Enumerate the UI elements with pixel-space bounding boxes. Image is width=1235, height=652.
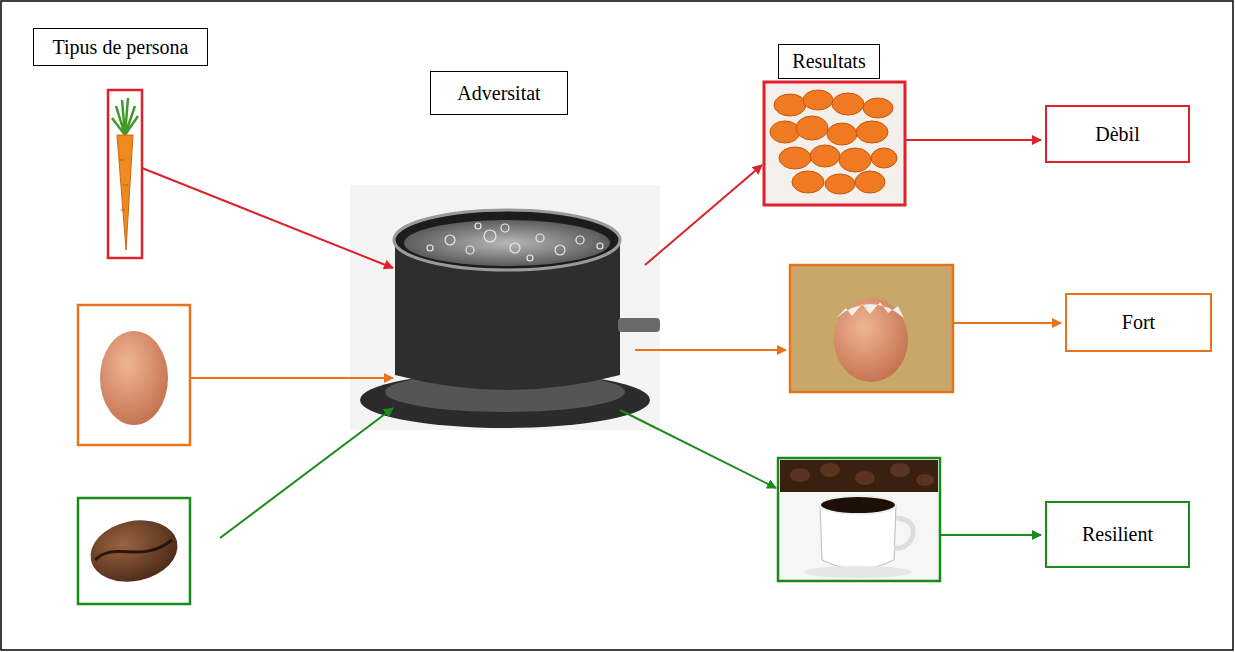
heading-box: Resultats (778, 44, 880, 79)
boiling-pot-picture (350, 185, 660, 430)
arrow (905, 139, 1041, 141)
arrow (220, 408, 393, 538)
result-box: Dèbil (1045, 105, 1190, 163)
arrow (645, 165, 762, 265)
cooked-carrot-picture (764, 82, 905, 205)
box-text: Adversitat (457, 82, 540, 105)
arrow (620, 410, 776, 488)
carrot-picture (108, 90, 142, 258)
coffee-bean-picture (78, 498, 190, 604)
result-box: Resilient (1045, 501, 1190, 568)
box-text: Fort (1122, 311, 1155, 334)
heading-box: Tipus de persona (33, 28, 208, 66)
arrow (953, 322, 1061, 324)
box-text: Tipus de persona (53, 36, 189, 59)
box-text: Resultats (792, 50, 865, 73)
coffee-cup-picture (778, 458, 940, 581)
arrow (635, 349, 786, 351)
box-text: Resilient (1082, 523, 1153, 546)
arrow (142, 168, 393, 268)
boiled-egg-picture (790, 265, 953, 392)
arrow (940, 534, 1041, 536)
heading-box: Adversitat (430, 71, 568, 115)
result-box: Fort (1065, 293, 1212, 352)
egg-picture (78, 305, 190, 445)
arrow (190, 377, 393, 379)
box-text: Dèbil (1095, 123, 1139, 146)
